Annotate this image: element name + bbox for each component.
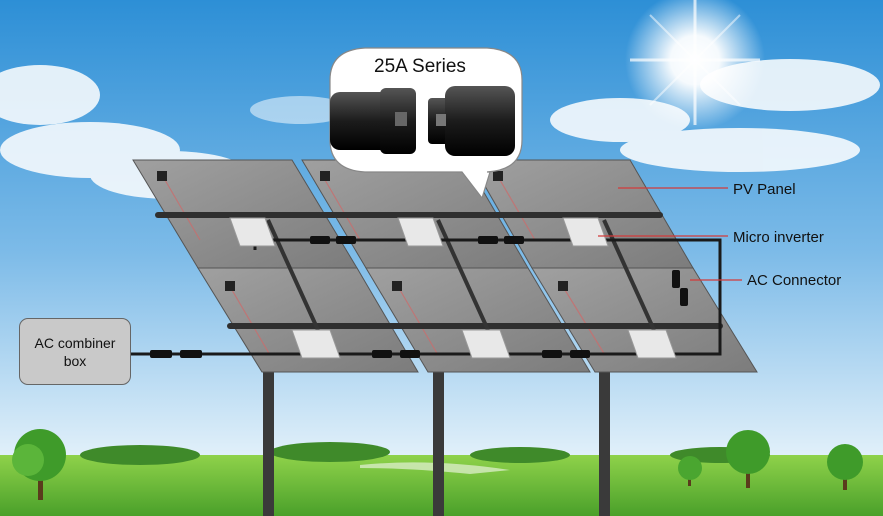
micro-inverter-label: Micro inverter bbox=[733, 229, 824, 246]
pointer-lines bbox=[598, 187, 742, 281]
micro-inverters bbox=[229, 217, 677, 359]
pv-panel-label: PV Panel bbox=[733, 181, 796, 198]
callout-bubble bbox=[329, 47, 523, 200]
tree-icon bbox=[726, 430, 770, 488]
mounting-posts bbox=[263, 250, 610, 516]
cell-stripes bbox=[164, 179, 606, 356]
frame-rails bbox=[155, 212, 723, 329]
frame-braces bbox=[266, 219, 656, 331]
tree-icon bbox=[678, 456, 702, 486]
ac-connector-label: AC Connector bbox=[747, 272, 842, 289]
connector-female bbox=[428, 86, 515, 156]
callout-title: 25A Series bbox=[374, 56, 466, 77]
ac-connectors bbox=[150, 236, 688, 358]
tree-icon bbox=[12, 429, 66, 500]
tree-icon bbox=[827, 444, 863, 490]
combiner-box-label-line1: AC combiner bbox=[34, 334, 116, 351]
junction-boxes bbox=[157, 171, 568, 291]
ac-combiner-box: AC combiner box bbox=[19, 318, 131, 385]
combiner-box-label-line2: box bbox=[63, 352, 87, 369]
connector-male bbox=[330, 88, 416, 154]
sun-icon bbox=[625, 0, 765, 130]
